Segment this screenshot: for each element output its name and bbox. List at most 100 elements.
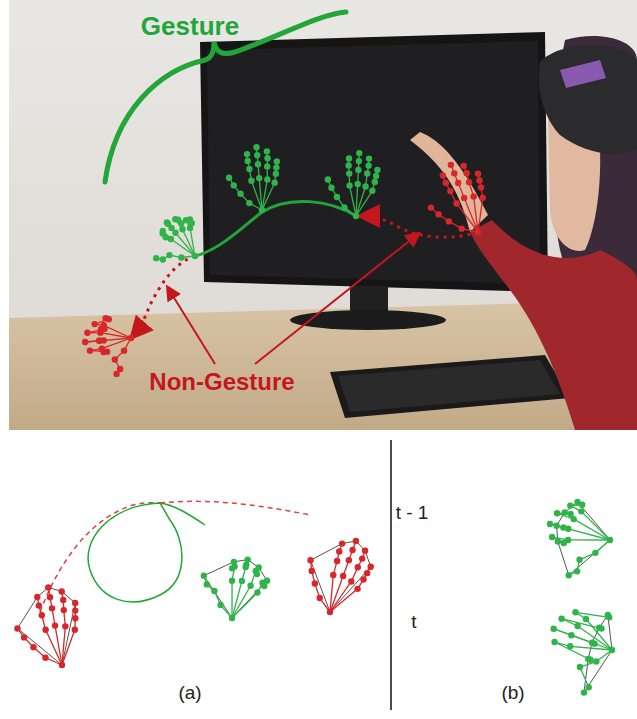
hand-joint	[609, 647, 615, 653]
hand-joint	[102, 315, 108, 321]
headset	[539, 45, 637, 154]
hand-joint	[605, 612, 611, 618]
hand-joint	[312, 580, 318, 586]
hand-outline	[17, 587, 75, 665]
hand-joint	[554, 510, 560, 516]
hand-joint	[160, 230, 166, 236]
hand-bone	[562, 619, 602, 629]
hand-joint	[217, 602, 223, 608]
hand-joint	[478, 184, 484, 190]
hand-bone	[586, 619, 612, 650]
hand-skeleton	[226, 144, 280, 213]
hand-joint	[346, 155, 352, 161]
hand-joint	[336, 548, 342, 554]
hand-joint	[356, 158, 362, 164]
hand-joint	[366, 155, 372, 161]
hand-joint	[61, 607, 67, 613]
hand-bone	[474, 197, 478, 232]
non-gesture-path	[160, 501, 310, 515]
hand-joint	[14, 625, 20, 631]
gesture-path	[160, 503, 205, 525]
hand-joint	[264, 155, 270, 161]
hand-joint	[460, 163, 466, 169]
hand-joint	[555, 538, 561, 544]
hand-joint	[246, 200, 252, 206]
hand-joint	[346, 170, 352, 176]
hand-skeleton	[550, 609, 615, 696]
hand-joint	[448, 162, 454, 168]
hand-joint	[592, 550, 598, 556]
hand-skeleton	[325, 150, 381, 219]
hand-joint	[364, 570, 370, 576]
hand-joint	[589, 640, 595, 646]
gesture-trajectory	[195, 201, 356, 256]
hand-joint	[480, 195, 486, 201]
hand-joint	[179, 226, 185, 232]
hand-joint	[459, 225, 465, 231]
hand-joint	[428, 204, 434, 210]
hand-joint	[72, 607, 78, 613]
hand-joint	[246, 166, 252, 172]
hand-joint	[45, 584, 51, 590]
hand-skeleton	[153, 216, 198, 263]
hand-joint	[475, 229, 481, 235]
hand-joint	[453, 200, 459, 206]
hand-bone	[259, 178, 262, 210]
hand-joint	[476, 177, 482, 183]
hand-joint	[354, 181, 360, 187]
hand-joint	[187, 216, 193, 222]
hand-joint	[59, 588, 65, 594]
hand-joint	[567, 511, 573, 517]
hand-joint	[561, 540, 567, 546]
hand-outline	[204, 560, 267, 618]
hand-bone	[568, 539, 610, 540]
hand-joint	[359, 555, 365, 561]
hand-joint	[256, 175, 262, 181]
hand-joint	[254, 589, 260, 595]
hand-joint	[455, 180, 461, 186]
hand-joint	[153, 255, 159, 261]
bottom-ground	[0, 432, 637, 719]
hand-joint	[349, 547, 355, 553]
hand-bone	[555, 642, 591, 660]
hand-joint	[334, 558, 340, 564]
hand-joint	[466, 179, 472, 185]
hand-joint	[568, 632, 574, 638]
hand-joint	[581, 689, 587, 695]
sweater	[470, 220, 637, 430]
hand-skeleton	[201, 556, 271, 621]
headset-strap	[560, 60, 606, 88]
hand-joint	[551, 639, 557, 645]
hand-outline	[584, 615, 612, 693]
hand-joint	[128, 335, 134, 341]
hand-bone	[580, 667, 589, 687]
hand-joint	[360, 576, 366, 582]
hand-joint	[443, 180, 449, 186]
hand-joint	[165, 221, 171, 227]
hand-joint	[259, 207, 265, 213]
hand-joint	[562, 509, 568, 515]
hand-skeleton	[428, 162, 486, 236]
hand-joint	[42, 627, 48, 633]
hand-bone	[478, 198, 483, 232]
hand-joint	[566, 572, 572, 578]
hand-joint	[39, 612, 45, 618]
hand-joint	[204, 581, 210, 587]
hand-joint	[192, 253, 198, 259]
hand-joint	[567, 502, 573, 508]
hand-joint	[567, 643, 573, 649]
hand-joint	[231, 182, 237, 188]
hand-joint	[330, 572, 336, 578]
hand-joint	[346, 557, 352, 563]
hand-joint	[353, 538, 359, 544]
hand-joint	[578, 508, 584, 514]
hand-skeleton	[82, 315, 134, 377]
hand-joint	[317, 595, 323, 601]
hand-joint	[447, 188, 453, 194]
hand-joint	[211, 588, 217, 594]
hand-bone	[190, 228, 195, 256]
time-label: t	[411, 612, 416, 633]
hand-outline	[311, 541, 371, 612]
hand-bone	[262, 183, 275, 210]
hand-skeletons	[14, 144, 615, 696]
